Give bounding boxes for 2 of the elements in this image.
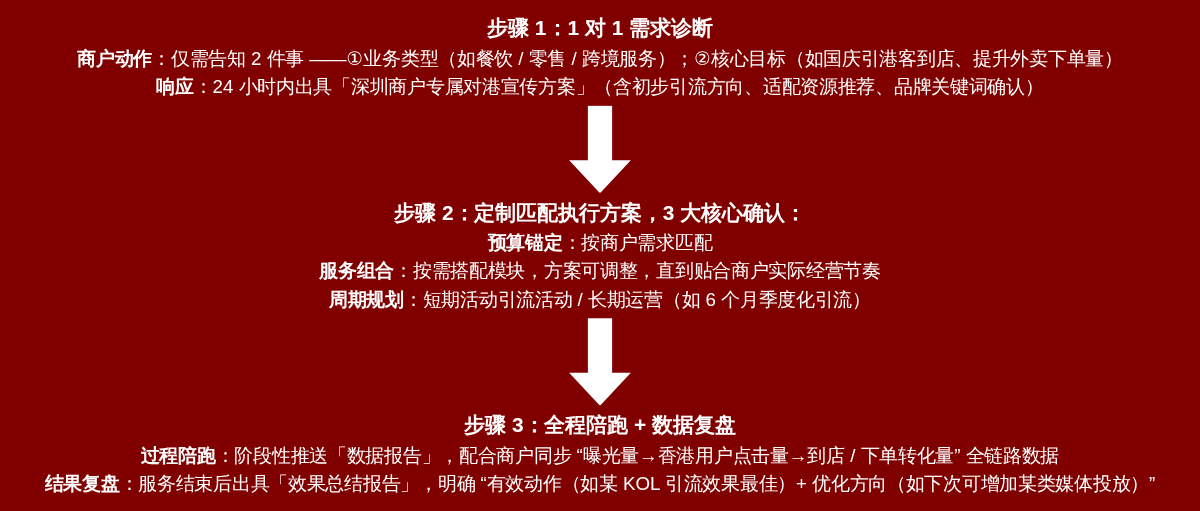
arrow	[569, 105, 631, 194]
arrow	[569, 317, 631, 406]
